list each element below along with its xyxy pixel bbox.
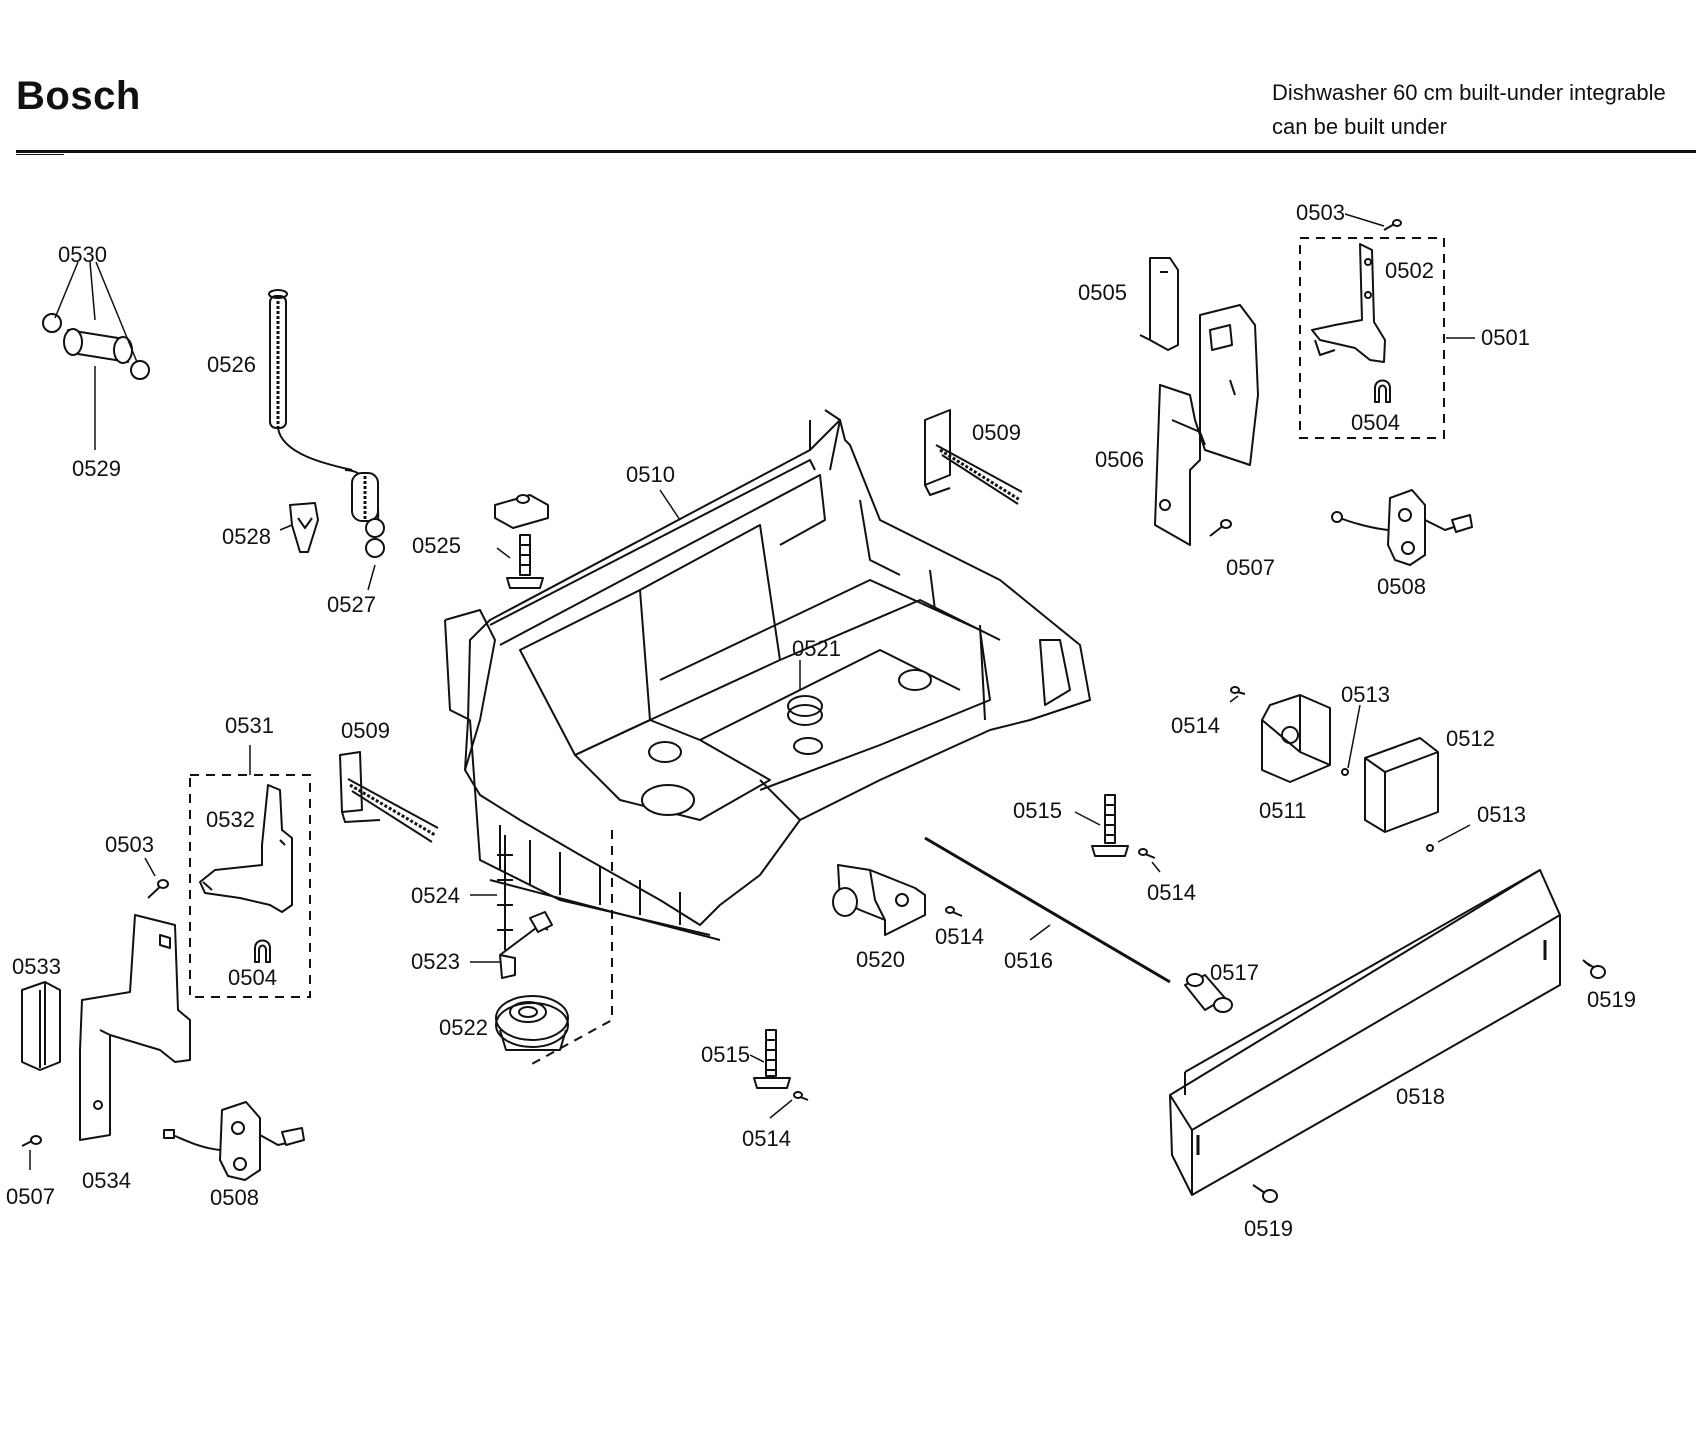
- label-0529: 0529: [72, 456, 121, 481]
- rod-0524-part: [470, 835, 513, 950]
- label-0504-lower: 0504: [228, 965, 277, 990]
- foot-0525-part: [494, 494, 549, 589]
- spring-0509-upper-part: [924, 409, 1023, 505]
- label-0519-bottom: 0519: [1244, 1216, 1293, 1241]
- label-0502: 0502: [1385, 258, 1434, 283]
- label-0510: 0510: [626, 462, 675, 487]
- label-0525: 0525: [412, 533, 461, 558]
- leader-0510: [659, 489, 681, 521]
- clip-0504-lower-part: [254, 939, 271, 963]
- screw-0513-lower-part: [1426, 824, 1471, 852]
- label-0508-lower: 0508: [210, 1185, 259, 1210]
- disc-0522-part: [495, 995, 569, 1051]
- label-0526: 0526: [207, 352, 256, 377]
- label-0501: 0501: [1481, 325, 1530, 350]
- label-0505: 0505: [1078, 280, 1127, 305]
- label-0507-lower: 0507: [6, 1184, 55, 1209]
- label-0523: 0523: [411, 949, 460, 974]
- label-0533: 0533: [12, 954, 61, 979]
- leader-0528: [279, 524, 293, 531]
- screw-0514-b-part: [1138, 848, 1161, 873]
- overflow-hose-0526-part: [268, 289, 385, 591]
- label-0513-upper: 0513: [1341, 682, 1390, 707]
- label-0516: 0516: [1004, 948, 1053, 973]
- hinge-0532-part: [199, 784, 293, 913]
- sensor-0508-lower-part: [163, 1101, 305, 1181]
- kit-0531-outline: [189, 774, 311, 998]
- screw-0514-a-part: [1229, 686, 1246, 703]
- bracket-0505-part: [1139, 257, 1179, 351]
- screw-0519-right-part: [1582, 959, 1606, 979]
- label-0506: 0506: [1095, 447, 1144, 472]
- label-0511: 0511: [1259, 798, 1306, 823]
- kit-0501-outline: [1299, 237, 1445, 439]
- label-0518: 0518: [1396, 1084, 1445, 1109]
- label-0513-lower: 0513: [1477, 802, 1526, 827]
- screw-0503-upper-part: [1344, 213, 1402, 231]
- kickplate-0518-part: [1169, 869, 1561, 1196]
- screw-0519-bottom-part: [1252, 1184, 1278, 1203]
- clip-0528-part: [289, 502, 319, 553]
- bracket-0534-part: [79, 914, 191, 1141]
- label-0515-upper: 0515: [1013, 798, 1062, 823]
- label-0524: 0524: [411, 883, 460, 908]
- label-0519-right: 0519: [1587, 987, 1636, 1012]
- bracket-0506-part: [1154, 304, 1259, 546]
- label-0531: 0531: [225, 713, 274, 738]
- label-0517: 0517: [1210, 960, 1259, 985]
- hose-0529-part: [42, 261, 150, 450]
- label-0522: 0522: [439, 1015, 488, 1040]
- screw-0507-upper-part: [1209, 519, 1232, 537]
- cover-0533-part: [21, 981, 61, 1071]
- housing-0511-part: [1261, 694, 1361, 783]
- label-0520: 0520: [856, 947, 905, 972]
- label-0508-upper: 0508: [1377, 574, 1426, 599]
- valve-0520-part: [832, 864, 926, 936]
- model-description: Dishwasher 60 cm built-under integrable …: [1272, 76, 1666, 144]
- label-0509-lower: 0509: [341, 718, 390, 743]
- hinge-0502-upper-part: [1311, 243, 1386, 363]
- part-labels: 0530 0529 0526 0528 0527 0525 0510 0509 …: [6, 200, 1636, 1241]
- header-rule: [16, 150, 1696, 153]
- clip-0504-upper-part: [1374, 379, 1391, 403]
- label-0514-d: 0514: [742, 1126, 791, 1151]
- label-0512: 0512: [1446, 726, 1495, 751]
- label-0528: 0528: [222, 524, 271, 549]
- label-0514-c: 0514: [935, 924, 984, 949]
- rod-0516-part: [924, 836, 1171, 984]
- base-tub-part: [444, 409, 1091, 941]
- label-0527: 0527: [327, 592, 376, 617]
- label-0507-upper: 0507: [1226, 555, 1275, 580]
- brand-title: Bosch: [16, 74, 141, 118]
- label-0514-a: 0514: [1171, 713, 1220, 738]
- label-0504-upper: 0504: [1351, 410, 1400, 435]
- knob-0517-part: [1184, 973, 1233, 1013]
- float-0523-part: [470, 911, 553, 979]
- screw-0514-c-part: [945, 906, 963, 917]
- label-0534: 0534: [82, 1168, 131, 1193]
- label-0532: 0532: [206, 807, 255, 832]
- label-0515-lower: 0515: [701, 1042, 750, 1067]
- screw-0507-lower-part: [21, 1135, 42, 1170]
- spring-0509-lower-part: [339, 751, 439, 843]
- cover-0512-part: [1364, 737, 1439, 833]
- model-description-line2: can be built under: [1272, 114, 1447, 139]
- label-0530: 0530: [58, 242, 107, 267]
- label-0521: 0521: [792, 636, 841, 661]
- foot-0515-upper-part: [1074, 794, 1129, 857]
- label-0503-upper: 0503: [1296, 200, 1345, 225]
- foot-0515-lower-part: [749, 1029, 791, 1089]
- label-0503-lower: 0503: [105, 832, 154, 857]
- sensor-0508-upper-part: [1331, 489, 1473, 566]
- label-0509-upper: 0509: [972, 420, 1021, 445]
- screw-0503-lower-part: [144, 857, 169, 899]
- label-0514-b: 0514: [1147, 880, 1196, 905]
- header-rule-accent: [16, 154, 64, 155]
- model-description-line1: Dishwasher 60 cm built-under integrable: [1272, 80, 1666, 105]
- screw-0514-d-part: [769, 1091, 809, 1119]
